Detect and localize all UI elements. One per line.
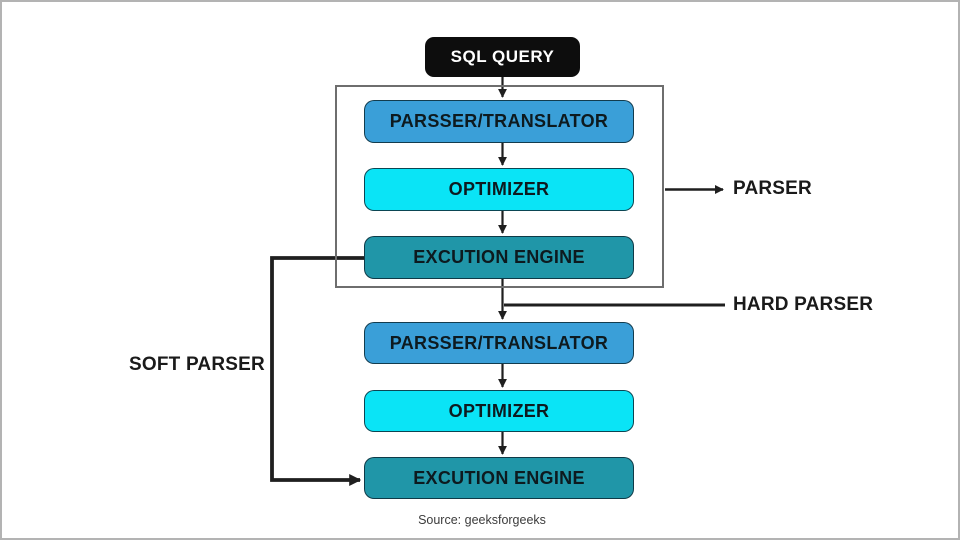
hard-parser-label: HARD PARSER bbox=[733, 294, 874, 315]
execution-engine-box-1: EXCUTION ENGINE bbox=[364, 236, 634, 279]
soft-parser-bypass-line bbox=[270, 256, 364, 486]
optimizer-box-2: OPTIMIZER bbox=[364, 390, 634, 432]
source-caption: Source: geeksforgeeks bbox=[418, 513, 546, 527]
parser-label: PARSER bbox=[733, 178, 812, 199]
parser-translator-box-2: PARSSER/TRANSLATOR bbox=[364, 322, 634, 364]
parser-translator-box-1: PARSSER/TRANSLATOR bbox=[364, 100, 634, 143]
soft-parser-label: SOFT PARSER bbox=[129, 354, 265, 375]
optimizer-box-1: OPTIMIZER bbox=[364, 168, 634, 211]
sql-query-box: SQL QUERY bbox=[425, 37, 580, 77]
execution-engine-box-2: EXCUTION ENGINE bbox=[364, 457, 634, 499]
parser-group-frame bbox=[335, 85, 664, 288]
